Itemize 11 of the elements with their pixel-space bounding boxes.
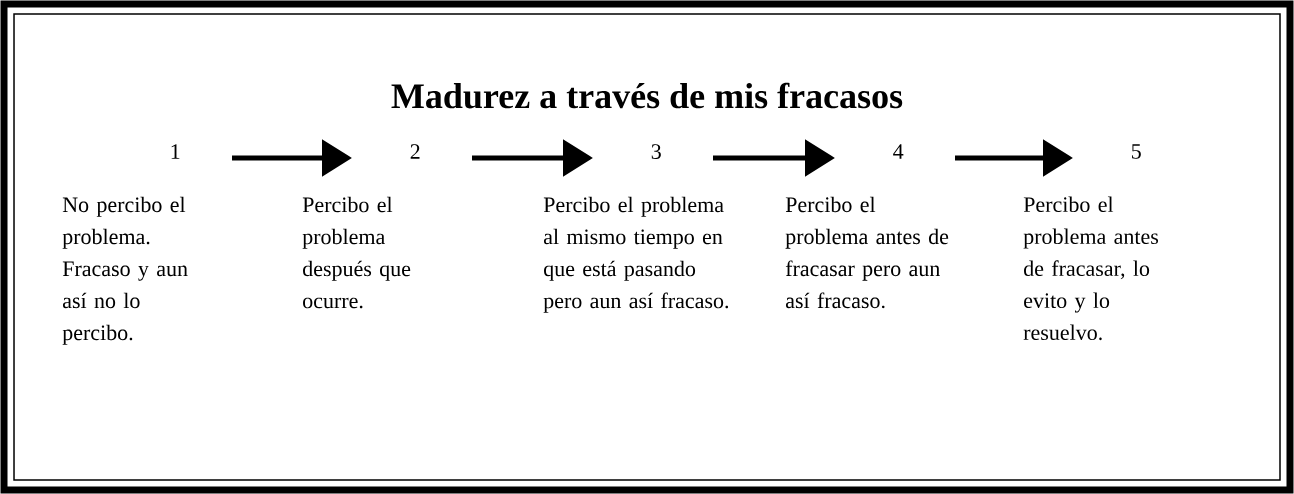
step-description: No percibo el problema. Fracaso y aun así no lo percibo. — [62, 196, 188, 345]
step-description: Percibo el problema después que ocurre. — [302, 196, 411, 309]
step-number: 1 — [171, 144, 180, 159]
step-number: 5 — [1132, 144, 1141, 159]
step-description: Percibo el problema antes de fracasar pero aun así fracaso. — [785, 196, 949, 309]
title: Madurez a través de mis fracasos — [391, 82, 903, 109]
step-description: Percibo el problema al mismo tiempo en que está pasando pero aun así fracaso. — [543, 196, 729, 313]
step-number: 3 — [651, 144, 661, 159]
step-description: Percibo el problema antes de fracasar, lo evito y lo resuelvo. — [1023, 196, 1159, 341]
step-number: 2 — [410, 144, 420, 159]
step-number: 4 — [893, 144, 904, 159]
